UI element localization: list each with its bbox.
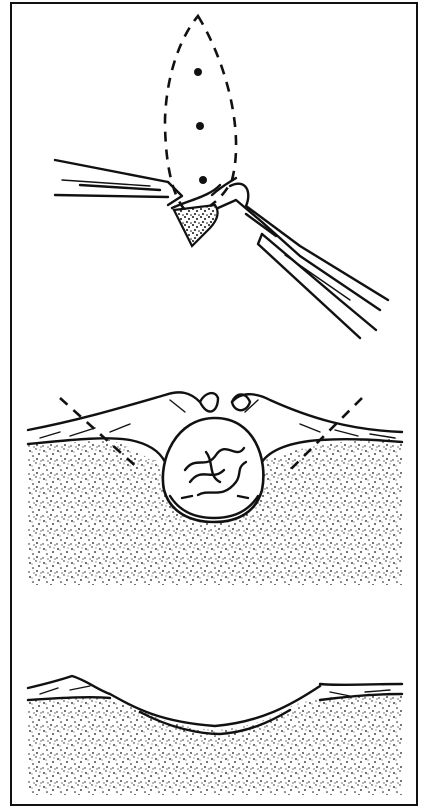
- panel-cyst-section: [28, 392, 402, 585]
- excised-tissue: [174, 205, 218, 246]
- suture-dot: [194, 68, 202, 76]
- panel-wound: [28, 676, 402, 795]
- suture-dot: [196, 122, 204, 130]
- forceps: [55, 160, 182, 205]
- panel-excision: [55, 16, 388, 338]
- suture-dot: [199, 176, 207, 184]
- scalpel: [212, 178, 388, 338]
- wound-dermis: [28, 692, 402, 795]
